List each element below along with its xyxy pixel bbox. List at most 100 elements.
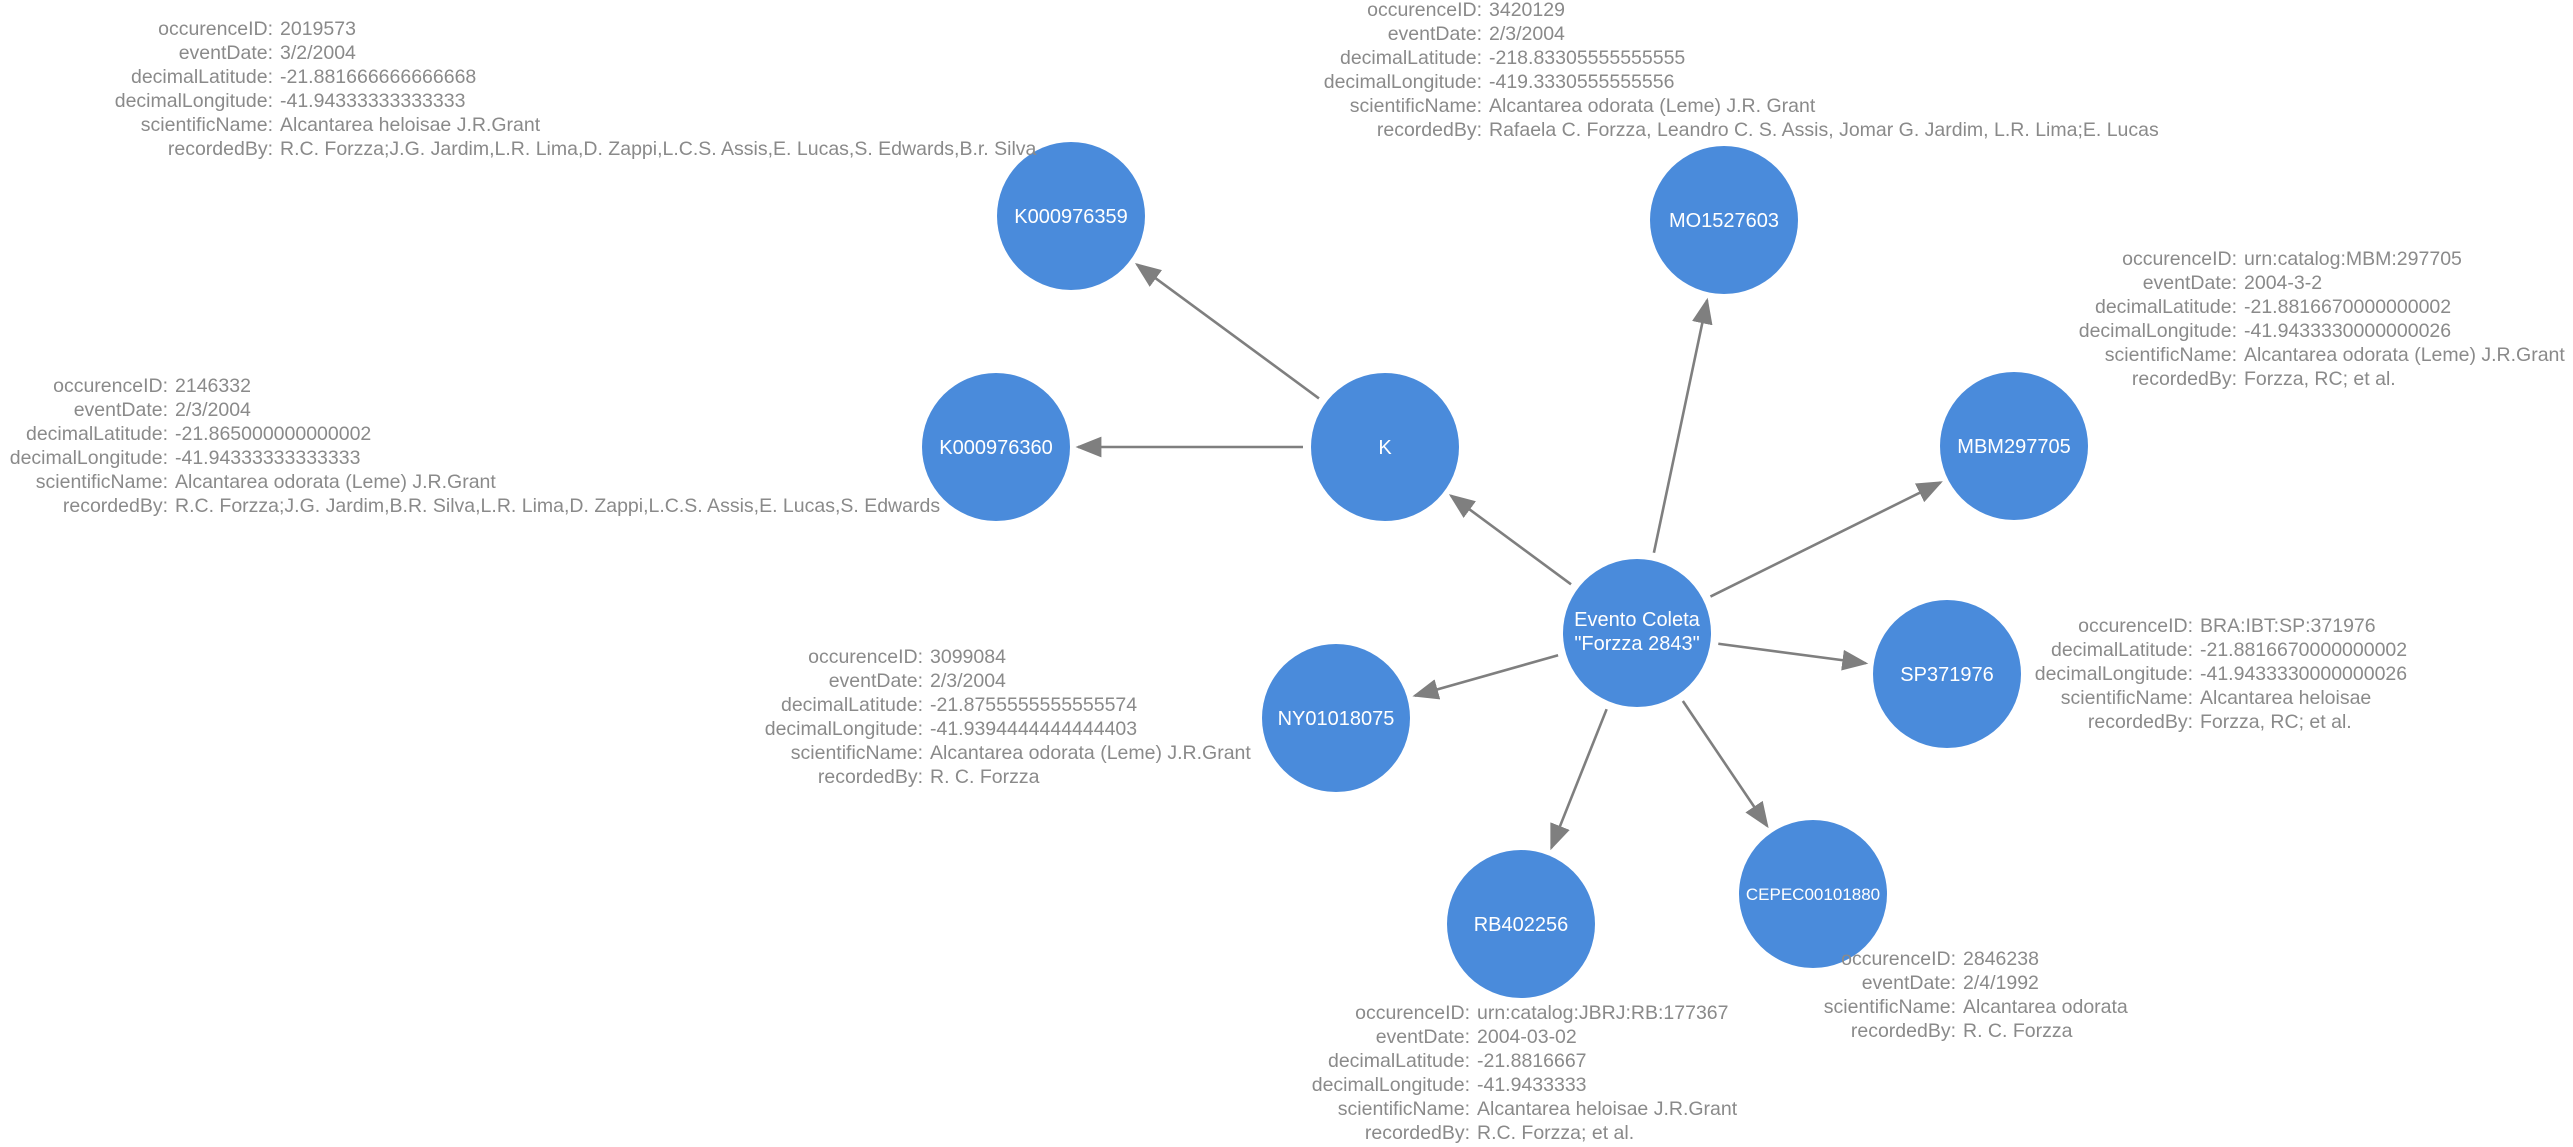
property-value: Alcantarea odorata (Leme) J.R.Grant — [175, 471, 496, 493]
property-key: decimalLatitude: — [130, 66, 273, 88]
property-row: decimalLongitude: -419.3330555555556 — [0, 70, 2159, 94]
node-K[interactable]: K — [1311, 373, 1459, 521]
property-value: BRA:IBT:SP:371976 — [2200, 615, 2376, 637]
property-key: decimalLatitude: — [2094, 296, 2237, 318]
property-row: eventDate:2004-03-02 — [0, 1025, 1737, 1049]
node-K000976359[interactable]: K000976359 — [997, 142, 1145, 290]
node-K000976360[interactable]: K000976360 — [922, 373, 1070, 521]
property-row: decimalLongitude:-41.94333333333333 — [0, 89, 1036, 113]
property-row: recordedBy:Forzza, RC; et al. — [0, 710, 2407, 734]
property-key: scientificName: — [140, 114, 273, 136]
node-circle[interactable] — [1262, 644, 1410, 792]
property-key: eventDate: — [1375, 1026, 1470, 1048]
property-value: Alcantarea heloisae — [2200, 687, 2372, 709]
property-value: -21.8816670000000002 — [2244, 296, 2452, 318]
node-SP371976[interactable]: SP371976 — [1873, 600, 2021, 748]
node-label: RB402256 — [1474, 914, 1569, 936]
node-MBM297705[interactable]: MBM297705 — [1940, 372, 2088, 520]
property-value: R.C. Forzza;J.G. Jardim,L.R. Lima,D. Zap… — [280, 138, 1037, 160]
property-key: occurenceID: — [1355, 1002, 1470, 1024]
property-row: occurenceID:2146332 — [0, 374, 940, 398]
property-key: decimalLongitude: — [1323, 71, 1482, 93]
property-row: recordedBy:Forzza, RC; et al. — [0, 367, 2565, 391]
property-row: occurenceID:urn:catalog:MBM:297705 — [0, 247, 2565, 271]
property-key: scientificName: — [1349, 95, 1482, 117]
node-MO1527603[interactable]: MO1527603 — [1650, 146, 1798, 294]
property-row: decimalLatitude:-218.83305555555555 — [0, 46, 2159, 70]
property-key: recordedBy: — [2131, 368, 2237, 390]
property-row: occurenceID:urn:catalog:JBRJ:RB:177367 — [0, 1001, 1737, 1025]
property-key: occurenceID: — [808, 646, 923, 668]
node-circle[interactable] — [997, 142, 1145, 290]
node-circle[interactable] — [1563, 559, 1711, 707]
property-row: scientificName: Alcantarea heloisae J.R.G… — [0, 1097, 1737, 1121]
property-value: Alcantarea heloisae J.R.Grant — [1477, 1098, 1738, 1120]
property-row: decimalLatitude:-21.8816670000000002 — [0, 638, 2407, 662]
edge-evento-to-SP371976 — [1718, 642, 1869, 671]
node-circle[interactable] — [922, 373, 1070, 521]
property-row: eventDate:2/3/2004 — [0, 22, 2159, 46]
property-key: scientificName: — [1337, 1098, 1470, 1120]
property-row: occurenceID:BRA:IBT:SP:371976 — [0, 614, 2407, 638]
property-value: 3420129 — [1489, 0, 1565, 21]
node-RB402256[interactable]: RB402256 — [1447, 850, 1595, 998]
property-value: 2846238 — [1963, 948, 2039, 970]
property-row: eventDate:3/2/2004 — [0, 41, 1036, 65]
property-row: scientificName:Alcantarea heloisae — [0, 686, 2407, 710]
property-value: -419.3330555555556 — [1489, 71, 1675, 93]
node-CEPEC00101880[interactable]: CEPEC00101880 — [1739, 820, 1887, 968]
property-value: -41.94333333333333 — [175, 447, 361, 469]
node-label: MO1527603 — [1669, 210, 1779, 232]
property-value: R.C. Forzza; et al. — [1477, 1122, 1635, 1144]
property-value: urn:catalog:MBM:297705 — [2244, 248, 2462, 270]
node-label: NY01018075 — [1278, 708, 1395, 730]
property-value: Rafaela C. Forzza, Leandro C. S. Assis, … — [1489, 119, 2159, 141]
property-value: 2146332 — [175, 375, 251, 397]
node-circle[interactable] — [1650, 146, 1798, 294]
property-value: 2/3/2004 — [175, 399, 251, 421]
node-circle[interactable] — [1739, 820, 1887, 968]
edge-K-to-K000976359 — [1134, 263, 1320, 400]
node-label: MBM297705 — [1957, 436, 2070, 458]
node-circle[interactable] — [1311, 373, 1459, 521]
property-row: recordedBy:R.C. Forzza;J.G. Jardim,B.R. … — [0, 494, 940, 518]
property-value: 2/3/2004 — [930, 670, 1006, 692]
property-row: recordedBy:R.C. Forzza;J.G. Jardim,L.R. … — [0, 137, 1037, 161]
node-NY01018075[interactable]: NY01018075 — [1262, 644, 1410, 792]
property-key: eventDate: — [828, 670, 923, 692]
property-row: decimalLongitude:-41.9433330000000026 — [0, 662, 2407, 686]
property-value: Alcantarea odorata (Leme) J.R. Grant — [1489, 95, 1816, 117]
property-value: 3099084 — [930, 646, 1006, 668]
property-value: R. C. Forzza — [930, 766, 1040, 788]
edges-layer — [1075, 263, 1943, 851]
property-row: scientificName:Alcantarea odorata (Leme)… — [0, 470, 940, 494]
node-label-line2: "Forzza 2843" — [1574, 633, 1699, 655]
property-row: recordedBy:R.C. Forzza; et al. — [0, 1121, 1737, 1145]
property-key: recordedBy: — [1850, 1020, 1956, 1042]
property-value: 2019573 — [280, 18, 356, 40]
property-row: scientificName:Alcantarea odorata (Leme)… — [0, 343, 2565, 367]
node-circle[interactable] — [1873, 600, 2021, 748]
property-row: decimalLongitude:-41.9433330000000026 — [0, 319, 2565, 343]
property-key: decimalLongitude: — [1311, 1074, 1470, 1096]
property-value: -41.9394444444444403 — [930, 718, 1138, 740]
property-row: decimalLatitude:-21.865000000000002 — [0, 422, 940, 446]
property-row: occurenceID:2846238 — [0, 947, 2128, 971]
node-circle[interactable] — [1447, 850, 1595, 998]
property-value: -21.881666666666668 — [280, 66, 477, 88]
node-evento-coleta[interactable]: Evento Coleta "Forzza 2843" — [1563, 559, 1711, 707]
node-circle[interactable] — [1940, 372, 2088, 520]
property-key: scientificName: — [1823, 996, 1956, 1018]
property-row: decimalLatitude: -21.8816670000000002 — [0, 295, 2565, 319]
edge-evento-to-K — [1448, 494, 1572, 586]
node-label: K — [1378, 437, 1392, 459]
property-key: decimalLatitude: — [1327, 1050, 1470, 1072]
property-row: scientificName:Alcantarea heloisae J.R.G… — [0, 113, 1036, 137]
property-row: eventDate:2/4/1992 — [0, 971, 2128, 995]
property-value: Alcantarea odorata — [1963, 996, 2128, 1018]
